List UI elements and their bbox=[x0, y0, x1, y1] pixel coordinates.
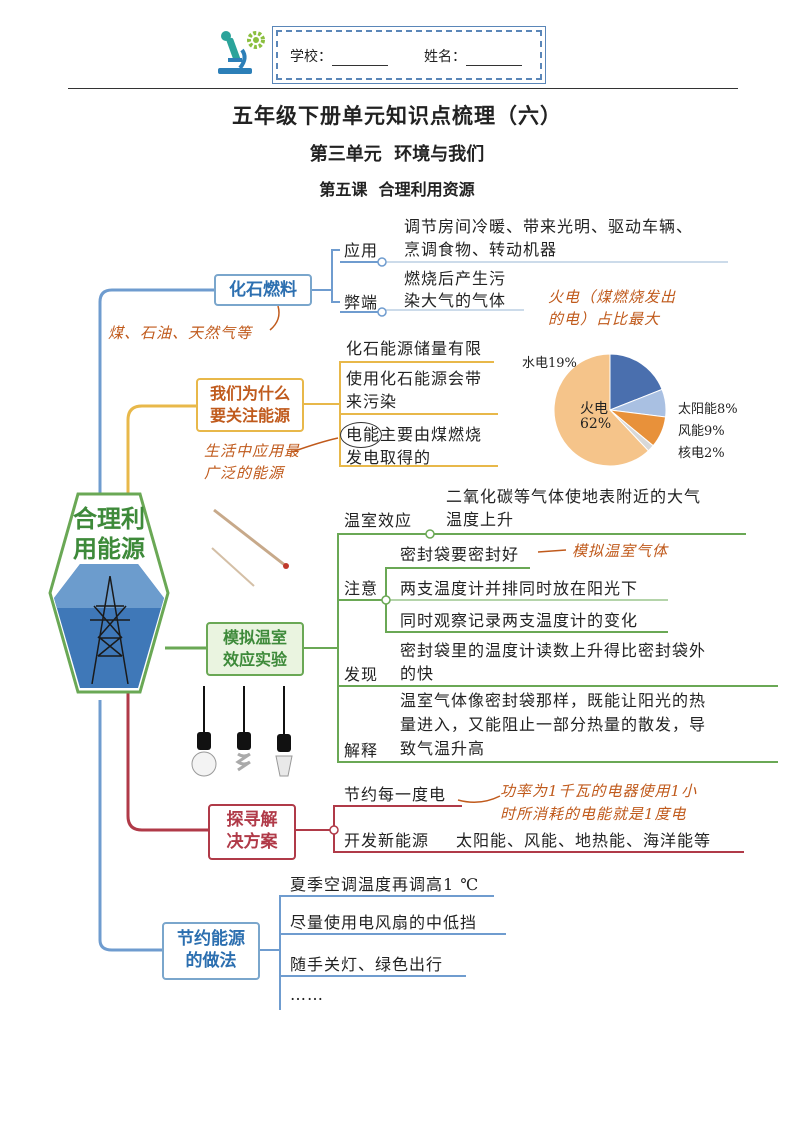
school-label: 学校： bbox=[290, 49, 332, 65]
greenhouse-effect-text-2: 温度上升 bbox=[446, 510, 515, 529]
solution-badge[interactable]: 探寻解 决方案 bbox=[208, 804, 296, 860]
solution-label-line-2: 决方案 bbox=[226, 832, 278, 852]
lesson-title: 第五课 合理利用资源 bbox=[319, 180, 475, 199]
practice-label-line-2: 的做法 bbox=[185, 951, 237, 971]
practice-item-3: 随手关灯、绿色出行 bbox=[290, 955, 444, 974]
light-bulb-icon bbox=[186, 686, 306, 786]
page-title: 五年级下册单元知识点梳理（六） bbox=[232, 104, 562, 128]
power-tower-photo bbox=[82, 575, 138, 685]
why-handwritten-2: 广泛的能源 bbox=[204, 464, 285, 482]
school-field[interactable] bbox=[332, 51, 388, 66]
practice-item-1: 夏季空调温度再调高1 ℃ bbox=[290, 875, 480, 894]
fossil-use-text-2: 烹调食物、转动机器 bbox=[404, 240, 558, 259]
greenhouse-explain-text-1: 温室气体像密封袋那样，既能让阳光的热 bbox=[400, 691, 707, 710]
student-info-box: 学校： 姓名： bbox=[272, 26, 546, 84]
fossil-use-label: 应用 bbox=[344, 241, 379, 260]
greenhouse-find-text-2: 的快 bbox=[400, 664, 435, 683]
greenhouse-note-1: 密封袋要密封好 bbox=[400, 545, 520, 564]
energy-pie-chart bbox=[553, 353, 667, 467]
fossil-harm-text-1: 燃烧后产生污 bbox=[404, 269, 507, 288]
why-item-3-line-2: 发电取得的 bbox=[346, 448, 432, 467]
greenhouse-label-line-2: 效应实验 bbox=[222, 650, 287, 669]
why-item-2-line-1: 使用化石能源会带 bbox=[346, 369, 483, 388]
greenhouse-note-3: 同时观察记录两支温度计的变化 bbox=[400, 611, 639, 630]
greenhouse-note-handwritten: 模拟温室气体 bbox=[572, 542, 669, 560]
why-handwritten-1: 生活中应用最 bbox=[204, 442, 301, 460]
pie-slice-火电 bbox=[553, 353, 650, 467]
greenhouse-explain-text-2: 量进入，又能阻止一部分热量的散发，导 bbox=[400, 715, 707, 734]
unit-title: 第三单元 环境与我们 bbox=[309, 144, 485, 165]
greenhouse-explain-text-3: 致气温升高 bbox=[400, 739, 486, 758]
greenhouse-label-line-1: 模拟温室 bbox=[222, 628, 287, 647]
fossil-harm-label: 弊端 bbox=[344, 293, 379, 312]
solution-label-line-1: 探寻解 bbox=[226, 810, 278, 830]
name-field[interactable] bbox=[466, 51, 522, 66]
practice-label-line-1: 节约能源 bbox=[177, 929, 245, 949]
greenhouse-explain-label: 解释 bbox=[344, 741, 379, 760]
greenhouse-find-label: 发现 bbox=[344, 665, 379, 684]
pie-label-thermal: 火电 bbox=[580, 401, 608, 417]
pie-label-hydro: 水电19% bbox=[522, 356, 577, 371]
save-electricity-label: 节约每一度电 bbox=[344, 785, 447, 804]
greenhouse-note-label: 注意 bbox=[344, 579, 379, 598]
why-label-line-2: 要关注能源 bbox=[209, 406, 290, 425]
pie-label-nuclear: 核电2% bbox=[678, 446, 725, 461]
fossil-use-text-1: 调节房间冷暖、带来光明、驱动车辆、 bbox=[404, 217, 694, 236]
center-label-line-2: 用能源 bbox=[73, 535, 145, 563]
new-energy-text: 太阳能、风能、地热能、海洋能等 bbox=[456, 831, 712, 850]
why-item-2-line-2: 来污染 bbox=[346, 392, 398, 411]
electricity-circle-mark bbox=[340, 422, 382, 448]
pie-annotation-1: 火电（煤燃烧发出 bbox=[548, 288, 677, 306]
why-item-1: 化石能源储量有限 bbox=[346, 339, 483, 358]
why-badge[interactable]: 我们为什么 要关注能源 bbox=[196, 378, 304, 432]
greenhouse-effect-text-1: 二氧化碳等气体使地表附近的大气 bbox=[446, 487, 702, 506]
fossil-fuel-badge[interactable]: 化石燃料 bbox=[214, 274, 312, 306]
fossil-fuel-label: 化石燃料 bbox=[229, 280, 297, 300]
center-label-line-1: 合理利 bbox=[73, 505, 145, 533]
center-node: 合理利 用能源 bbox=[44, 488, 174, 698]
fossil-harm-text-2: 染大气的气体 bbox=[404, 291, 507, 310]
thermometer-image bbox=[206, 508, 296, 588]
greenhouse-find-text-1: 密封袋里的温度计读数上升得比密封袋外 bbox=[400, 641, 707, 660]
name-label: 姓名： bbox=[424, 49, 466, 65]
pie-label-thermal-value: 62% bbox=[580, 416, 612, 432]
new-energy-label: 开发新能源 bbox=[344, 831, 430, 850]
greenhouse-badge[interactable]: 模拟温室 效应实验 bbox=[206, 622, 304, 676]
pie-slice-水电 bbox=[609, 353, 663, 411]
practice-item-2: 尽量使用电风扇的中低挡 bbox=[290, 913, 478, 932]
gear-icon bbox=[246, 30, 266, 50]
microscope-icon bbox=[214, 28, 270, 78]
pie-label-solar: 太阳能8% bbox=[678, 402, 738, 417]
greenhouse-effect-label: 温室效应 bbox=[344, 511, 413, 530]
practice-item-4: …… bbox=[290, 985, 324, 1004]
fossil-fuel-examples: 煤、石油、天然气等 bbox=[108, 324, 253, 342]
center-label: 合理利 用能源 bbox=[44, 504, 174, 564]
practice-badge[interactable]: 节约能源 的做法 bbox=[162, 922, 260, 980]
why-label-line-1: 我们为什么 bbox=[209, 384, 290, 403]
pie-label-wind: 风能9% bbox=[678, 424, 725, 439]
greenhouse-note-2: 两支温度计并排同时放在阳光下 bbox=[400, 579, 639, 598]
pie-annotation-2: 的电）占比最大 bbox=[548, 310, 661, 328]
save-electricity-note-2: 时所消耗的电能就是1度电 bbox=[500, 805, 687, 823]
header-divider bbox=[68, 88, 738, 89]
save-electricity-note-1: 功率为1千瓦的电器使用1小 bbox=[500, 782, 698, 800]
